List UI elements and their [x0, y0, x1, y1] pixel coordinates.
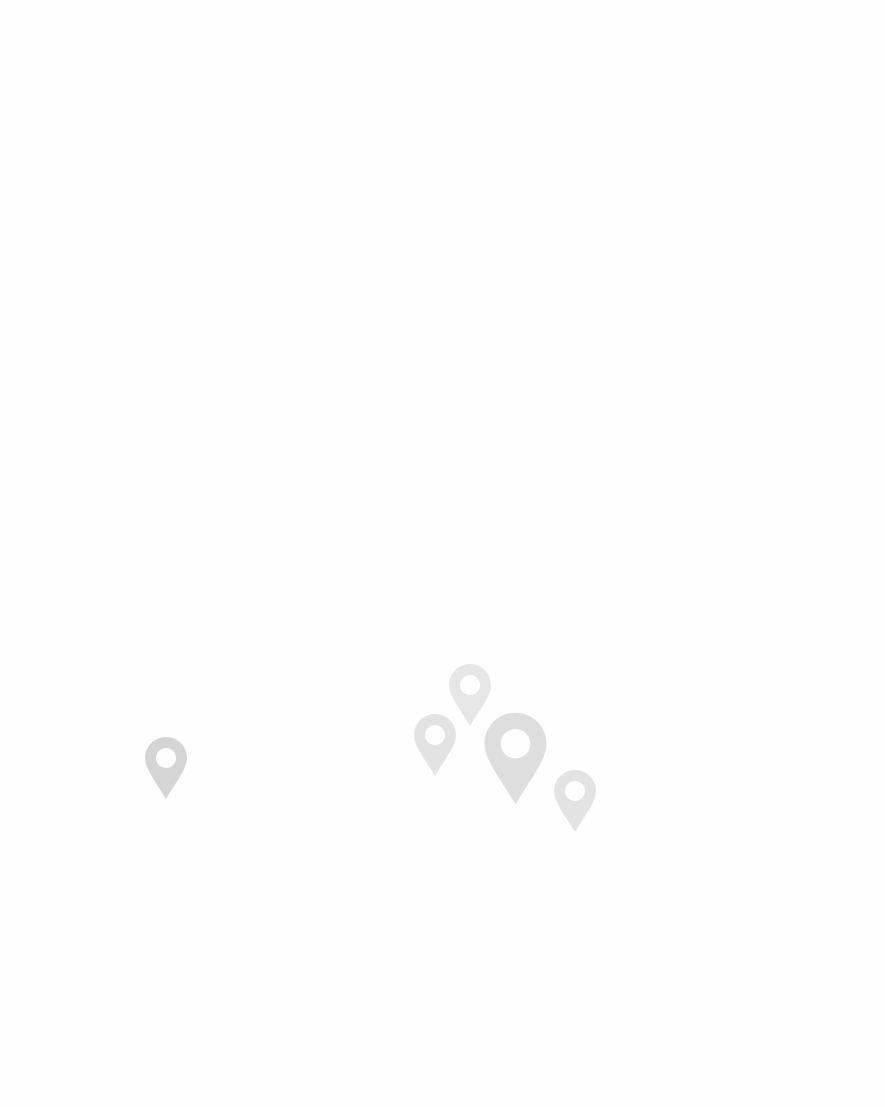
map-marker-2[interactable]: [413, 713, 457, 777]
map-pin-icon: [145, 737, 187, 799]
map-marker-5[interactable]: [553, 769, 597, 833]
map-pin-icon: [484, 712, 547, 805]
map-pin-icon: [554, 770, 596, 832]
map-marker-4[interactable]: [483, 711, 548, 806]
map-pin-icon: [449, 664, 491, 726]
map-marker-3[interactable]: [448, 663, 492, 727]
map-marker-1[interactable]: [144, 736, 188, 800]
map-pin-icon: [414, 714, 456, 776]
